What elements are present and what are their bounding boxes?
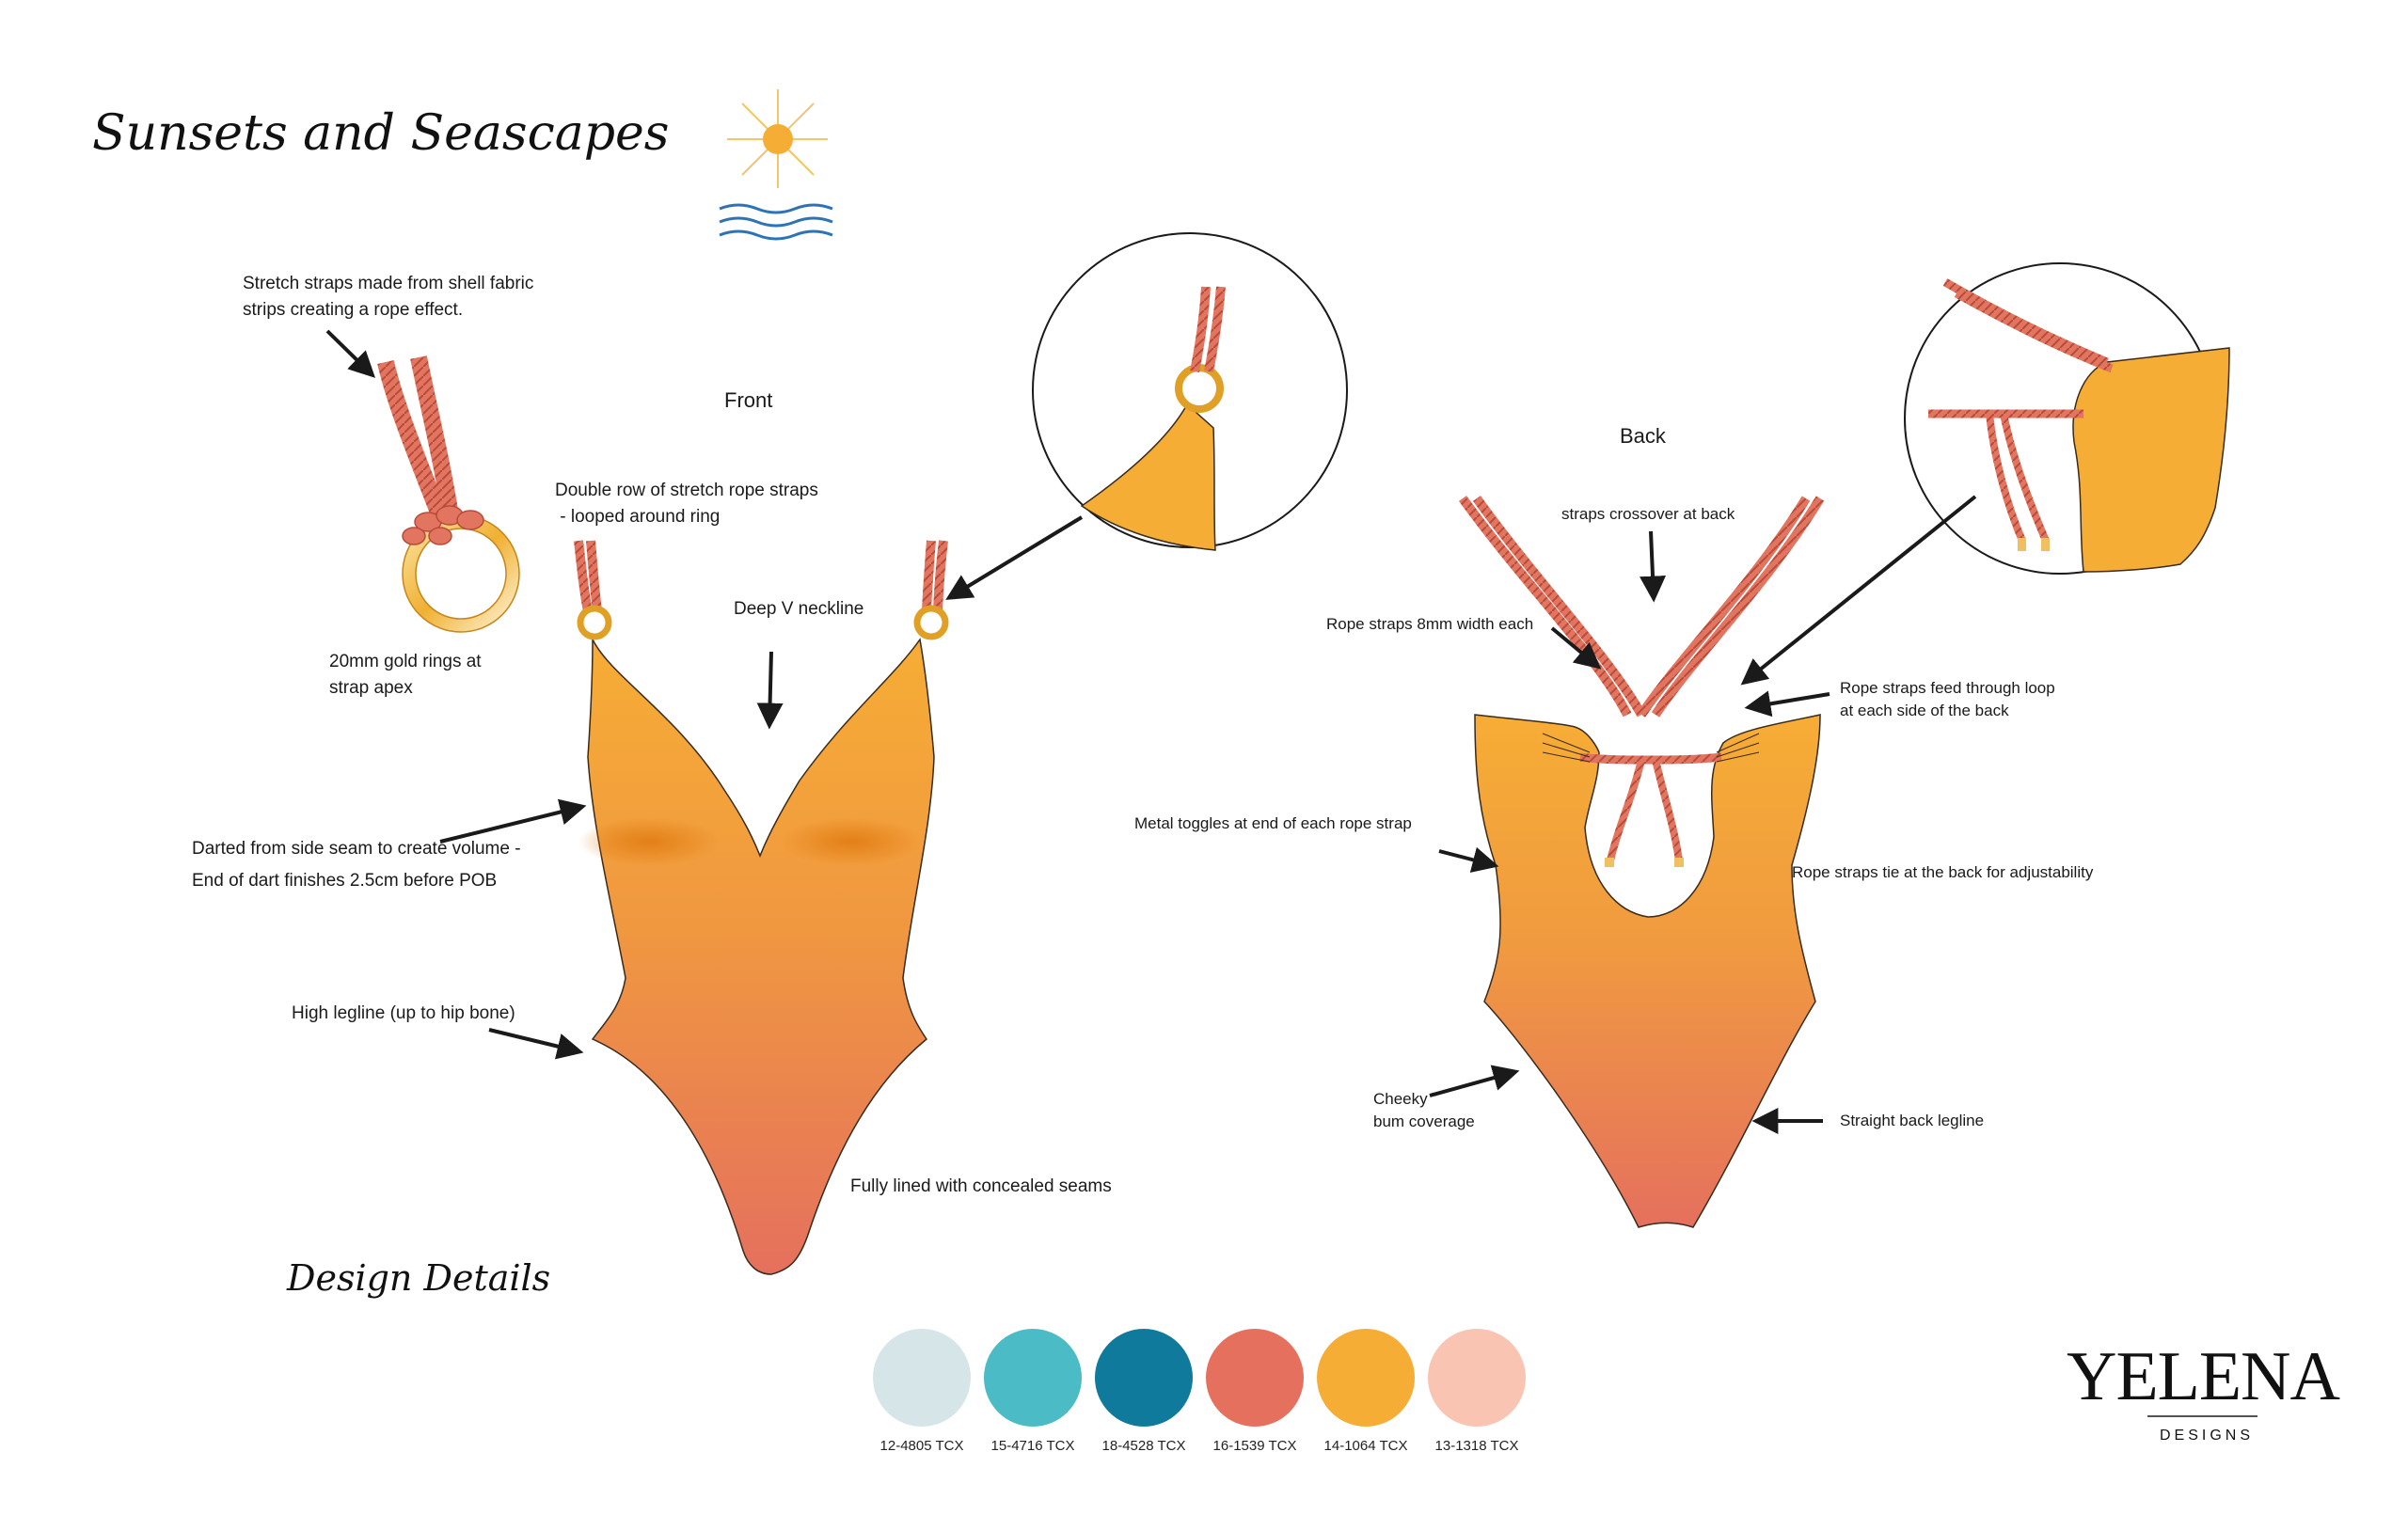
- swatch-5: [1317, 1329, 1415, 1427]
- callout-feed-loop: Rope straps feed through loop at each si…: [1840, 679, 2055, 719]
- color-palette: [873, 1329, 1526, 1427]
- swatch-code: 15-4716 TCX: [990, 1438, 1075, 1454]
- brand-tagline: DESIGNS: [2160, 1428, 2255, 1444]
- back-swimsuit: [1458, 496, 1825, 1228]
- callout-stretch-straps: Stretch straps made from shell fabric st…: [243, 274, 534, 320]
- callout-straps-crossover: straps crossover at back: [1561, 505, 1735, 523]
- callout-high-legline: High legline (up to hip bone): [292, 1003, 515, 1023]
- section-title: Design Details: [287, 1257, 551, 1299]
- swatch-code: 12-4805 TCX: [879, 1438, 964, 1454]
- callout-rope-width: Rope straps 8mm width each: [1326, 615, 1534, 633]
- callout-straight-back: Straight back legline: [1840, 1112, 1985, 1129]
- waves-icon: [719, 203, 833, 241]
- callout-deep-v: Deep V neckline: [734, 599, 864, 619]
- swatch-6: [1428, 1329, 1526, 1427]
- callout-double-row: Double row of stretch rope straps - loop…: [555, 481, 818, 527]
- view-label-back: Back: [1620, 424, 1666, 448]
- swatch-code: 16-1539 TCX: [1212, 1438, 1297, 1454]
- callout-fully-lined: Fully lined with concealed seams: [850, 1176, 1112, 1196]
- swatch-2: [984, 1329, 1082, 1427]
- swatch-3: [1095, 1329, 1193, 1427]
- swatch-1: [873, 1329, 971, 1427]
- brand-name: YELENA: [2067, 1338, 2340, 1415]
- rope-ring-detail: [377, 355, 520, 633]
- callout-gold-rings: 20mm gold rings at strap apex: [329, 652, 482, 698]
- callout-cheeky: Cheeky bum coverage: [1373, 1090, 1475, 1130]
- front-swimsuit: [574, 540, 949, 1275]
- view-label-front: Front: [724, 388, 773, 412]
- callout-metal-toggles: Metal toggles at end of each rope strap: [1134, 814, 1412, 832]
- front-strap-magnifier: [1032, 232, 1348, 551]
- swatch-4: [1206, 1329, 1304, 1427]
- swatch-code: 14-1064 TCX: [1323, 1438, 1408, 1454]
- callout-tie-back: Rope straps tie at the back for adjustab…: [1792, 863, 2094, 881]
- back-strap-magnifier: [1904, 262, 2230, 575]
- callout-arrows: [325, 329, 1977, 1134]
- callout-darted: Darted from side seam to create volume -…: [192, 839, 521, 891]
- page-title: Sunsets and Seascapes: [92, 105, 670, 162]
- swatch-code: 18-4528 TCX: [1101, 1438, 1186, 1454]
- sun-icon: [727, 89, 828, 188]
- swatch-code: 13-1318 TCX: [1434, 1438, 1519, 1454]
